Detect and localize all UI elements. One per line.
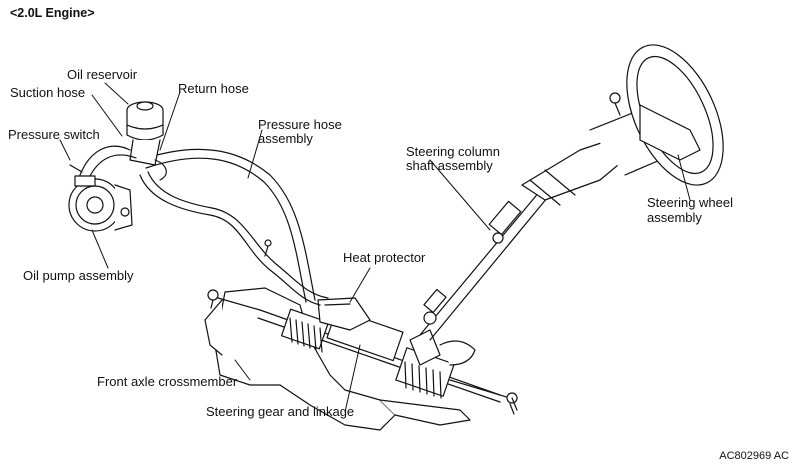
heat-protector-label: Heat protector — [343, 250, 426, 265]
steering-column-label-line2: shaft assembly — [406, 158, 493, 173]
front-axle-crossmember — [204, 287, 471, 431]
oil-reservoir-label: Oil reservoir — [67, 67, 138, 82]
steering-gear-label: Steering gear and linkage — [206, 404, 355, 419]
leader-lines — [59, 82, 691, 413]
steering-column-label-line1: Steering column — [406, 144, 500, 159]
pressure-hose-label-line2: assembly — [258, 131, 313, 146]
return-hose-label: Return hose — [178, 81, 249, 96]
suction-hose-label: Suction hose — [10, 85, 86, 100]
diagram-title: <2.0L Engine> — [10, 6, 95, 20]
oil-reservoir — [126, 101, 164, 166]
suction-hose — [79, 145, 167, 181]
steering-wheel-label-line1: Steering wheel — [647, 195, 733, 210]
front-axle-label: Front axle crossmember — [97, 374, 238, 389]
steering-wheel — [609, 44, 724, 186]
pressure-hose — [139, 148, 329, 306]
steering-wheel-label-line2: assembly — [647, 210, 702, 225]
oil-pump — [68, 164, 133, 232]
pressure-hose-label-line1: Pressure hose — [258, 117, 342, 132]
heat-protector — [317, 297, 371, 331]
oil-pump-label: Oil pump assembly — [23, 268, 134, 283]
pressure-switch-label: Pressure switch — [8, 127, 100, 142]
figure-code: AC802969 AC — [719, 450, 789, 462]
